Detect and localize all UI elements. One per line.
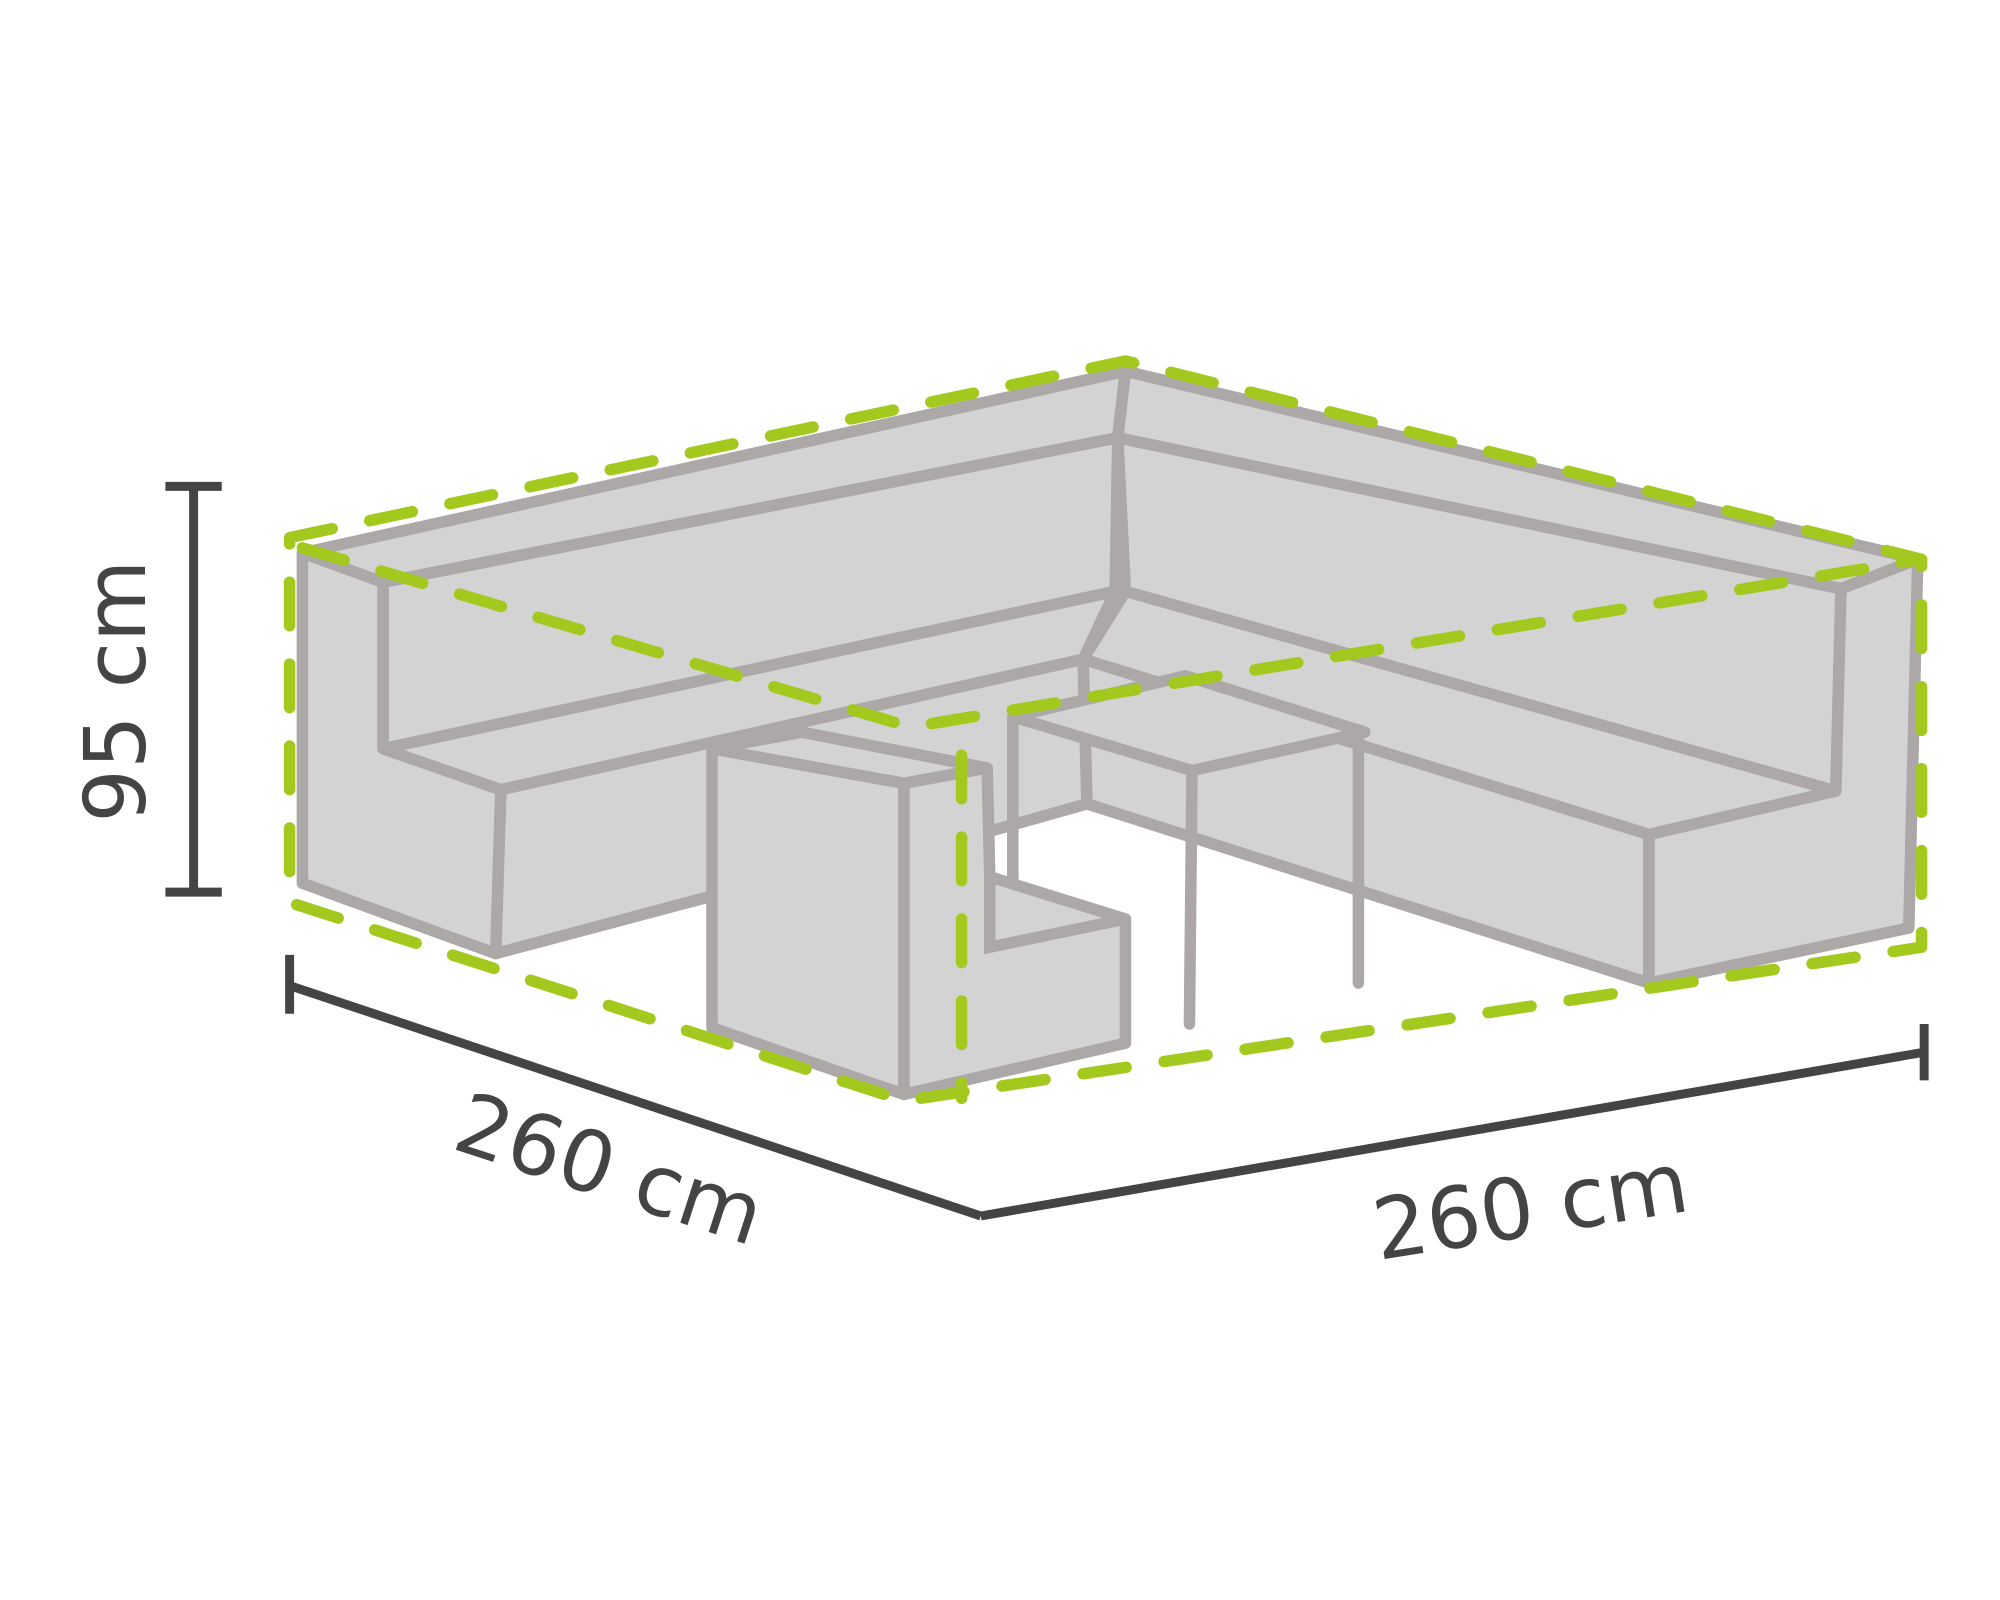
depth-dimension <box>285 954 983 1221</box>
armchair-seat-edge <box>984 871 1132 955</box>
dimension-lines <box>165 481 1929 1221</box>
left-armrest <box>296 547 507 960</box>
table-leg <box>1183 767 1198 1030</box>
height-label: 95 cm <box>67 560 165 823</box>
depth-label: 260 cm <box>444 1074 776 1265</box>
height-dimension <box>165 481 222 897</box>
cover-outline <box>283 355 1928 1107</box>
width-label: 260 cm <box>1366 1133 1694 1279</box>
cover-inner-edge <box>296 542 1928 733</box>
cover-outer-edge <box>283 355 1928 1107</box>
corner-sofa-set <box>296 365 1924 989</box>
armchair-front <box>706 743 910 1101</box>
width-dimension <box>980 1024 1929 1221</box>
